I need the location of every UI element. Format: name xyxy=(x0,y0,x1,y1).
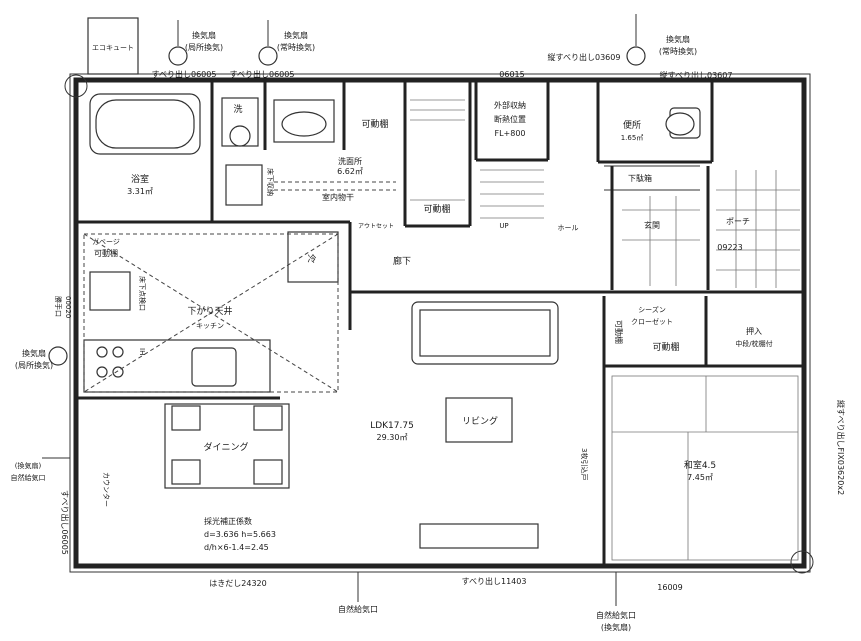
window-top-3: 06015 xyxy=(499,70,524,79)
ceiling-label: 下がり天井 xyxy=(187,305,232,317)
porch-label: ポーチ xyxy=(726,217,750,226)
window-right: 縦すべり出しFIX03620x2 xyxy=(836,400,846,495)
natural-bottom-2-line2: (換気扇) xyxy=(601,622,631,632)
natural-bottom-2-line1: 自然給気口 xyxy=(596,610,636,620)
range-label: IH xyxy=(138,348,146,355)
corridor-label: 廊下 xyxy=(393,255,411,267)
interior-walls xyxy=(76,80,804,566)
window-top-2: すべり出し06005 xyxy=(230,69,295,79)
sliding-door-label: 3枚引込戸 xyxy=(580,448,589,480)
ldk-name: LDK17.75 xyxy=(370,421,414,431)
window-left-2: すべり出し06005 xyxy=(60,490,70,555)
light-line2: d=3.636 h=5.663 xyxy=(204,530,276,539)
fan3-line2: (常時換気) xyxy=(659,46,697,56)
hall-label: ホール xyxy=(558,224,579,232)
light-line1: 採光補正係数 xyxy=(204,516,252,526)
counter-label: カウンター xyxy=(102,472,111,507)
shelf-b-label: 可動棚 xyxy=(652,341,679,353)
window-bottom-3: 16009 xyxy=(657,583,682,592)
floor-storage-label: 床下点検口 xyxy=(138,276,147,311)
bath-name: 浴室 xyxy=(131,173,149,185)
fan4-line2: (局所換気) xyxy=(15,360,53,370)
closet-line1: 押入 xyxy=(746,326,762,336)
wash-label: 洗 xyxy=(233,103,242,115)
japanese-area: 7.45㎡ xyxy=(687,473,713,482)
fan4-line1: 換気扇 xyxy=(22,348,46,358)
seasonal-line2: クローゼット xyxy=(631,317,673,326)
garbage-label: ガベージ xyxy=(92,237,120,246)
shelf-a-label: 可動棚 xyxy=(614,320,624,344)
shelf-top-label: 可動棚 xyxy=(361,118,388,130)
fan2-line2: (常時換気) xyxy=(277,42,315,52)
vent-arrows xyxy=(42,14,637,606)
window-bottom-2: すべり出し11403 xyxy=(462,576,527,586)
exterior-storage-line1: 外部収納 xyxy=(494,100,526,110)
ecocute-label: エコキュート xyxy=(92,44,134,52)
toilet-area: 1.65㎡ xyxy=(621,134,644,142)
exterior-storage-line2: 断熱位置 xyxy=(494,114,526,124)
exterior-labels: エコキュート 換気扇 (局所換気) 換気扇 (常時換気) 換気扇 (常時換気) … xyxy=(11,30,847,632)
entrance-label: 玄関 xyxy=(644,220,660,230)
fan1-line1: 換気扇 xyxy=(192,30,216,40)
kitchen-label: キッチン xyxy=(196,322,224,330)
window-top-1: すべり出し06005 xyxy=(152,69,217,79)
toilet-name: 便所 xyxy=(623,119,641,131)
fixtures xyxy=(48,17,800,561)
light-line3: d/h×6-1.4=2.45 xyxy=(204,543,269,552)
natural-bottom-1: 自然給気口 xyxy=(338,604,378,614)
porch-code: 09223 xyxy=(717,243,742,252)
indoor-dry-label: 室内物干 xyxy=(322,192,354,202)
up-label: UP xyxy=(499,222,508,230)
fan3-line1: 換気扇 xyxy=(666,34,690,44)
dining-label: ダイニング xyxy=(203,441,248,453)
fan1-line2: (局所換気) xyxy=(185,42,223,52)
shelf-bottom-label: 可動棚 xyxy=(423,203,450,215)
window-left-code: 00020 xyxy=(64,296,72,318)
window-top-4: 縦すべり出し03609 xyxy=(548,52,621,62)
window-top-5: 縦すべり出し03607 xyxy=(660,70,733,80)
japanese-name: 和室4.5 xyxy=(684,459,716,471)
natural-left-line1: (換気扇) xyxy=(15,461,42,470)
exterior-storage-line3: FL+800 xyxy=(494,129,525,138)
bath-area: 3.31㎡ xyxy=(127,187,153,196)
shoe-rack-label: 下駄箱 xyxy=(628,173,652,183)
vanity-name: 洗面所 xyxy=(338,156,362,166)
underfloor-label: 床下収納 xyxy=(266,168,275,196)
vanity-area: 6.62㎡ xyxy=(337,167,363,176)
living-label: リビング xyxy=(462,415,498,427)
window-bottom-1: はきだし24320 xyxy=(209,579,266,588)
exterior-walls xyxy=(64,73,814,574)
garbage-shelf-label: 可動棚 xyxy=(94,248,118,258)
room-labels: 浴室 3.31㎡ 洗 洗面所 6.62㎡ 室内物干 床下収納 可動棚 可動棚 外… xyxy=(92,100,773,552)
closet-line2: 中段/枕棚付 xyxy=(735,339,772,348)
outlet-label: アウトセット xyxy=(358,222,394,230)
window-left-label: 勝手口 xyxy=(54,296,63,317)
natural-left-line2: 自然給気口 xyxy=(11,473,46,482)
fan2-line1: 換気扇 xyxy=(284,30,308,40)
seasonal-line1: シーズン xyxy=(638,305,666,314)
ldk-area: 29.30㎡ xyxy=(377,433,408,442)
fridge-label: 冷 xyxy=(307,253,316,265)
